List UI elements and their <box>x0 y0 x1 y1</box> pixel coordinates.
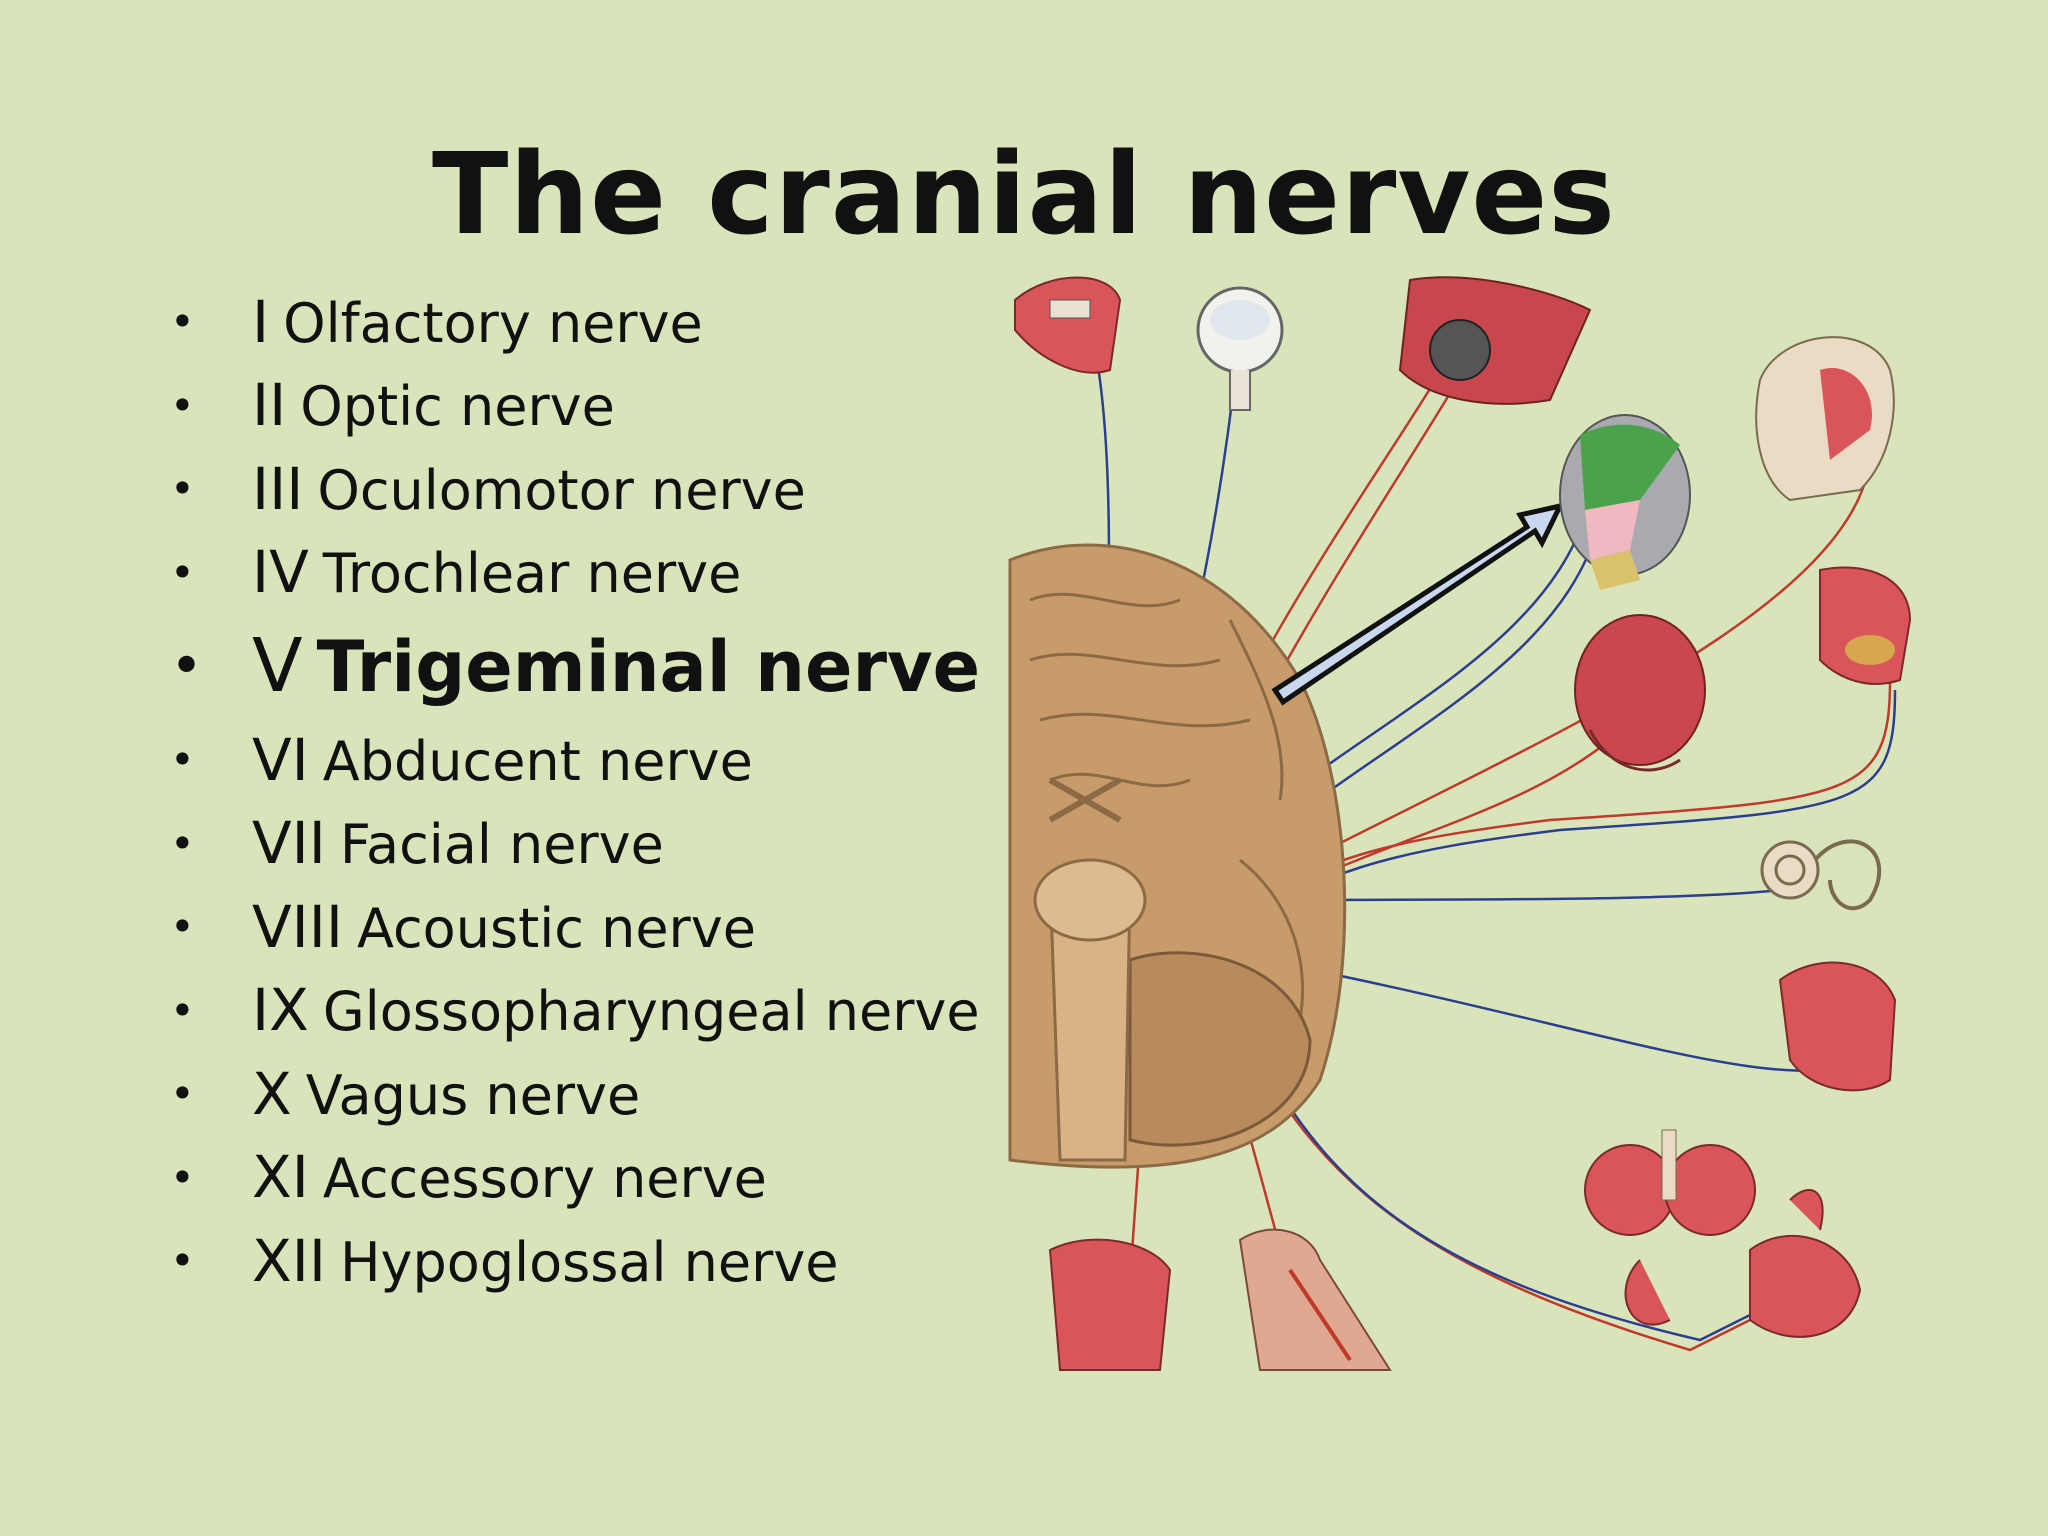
nerve-label: Abducent nerve <box>322 729 753 793</box>
nerve-numeral: VIII <box>252 892 343 961</box>
nerve-numeral: IV <box>252 538 309 607</box>
face-sensory-illustration <box>1559 414 1691 590</box>
inner-ear-illustration <box>1760 839 1882 911</box>
nerve-label: Accessory nerve <box>322 1147 767 1211</box>
bullet: • <box>170 633 204 699</box>
cranial-nerves-diagram <box>1008 276 1912 1371</box>
nerve-numeral: V <box>252 623 303 709</box>
eye-muscles-illustration <box>1398 276 1592 405</box>
bullet: • <box>170 380 195 430</box>
nerve-label: Glossopharyngeal nerve <box>322 980 980 1044</box>
nerve-numeral: VI <box>252 725 309 794</box>
nerve-numeral: XII <box>252 1226 326 1295</box>
nerve-label: Optic nerve <box>300 375 615 439</box>
head-muscles-illustration <box>1574 614 1706 772</box>
cerebellum <box>1128 951 1312 1147</box>
eye-illustration <box>1196 286 1284 411</box>
skull-illustration <box>1755 336 1895 502</box>
brain-gyri <box>1029 592 1304 1021</box>
nerve-label: Facial nerve <box>339 813 664 877</box>
nerve-label: Hypoglossal nerve <box>339 1230 839 1294</box>
bullet: • <box>170 464 195 514</box>
nerve-numeral: III <box>252 454 304 523</box>
nerve-numeral: VII <box>252 809 326 878</box>
nerve-numeral: II <box>252 371 287 440</box>
nerve-numeral: I <box>252 287 270 356</box>
pons <box>1033 858 1147 942</box>
bullet: • <box>170 1152 195 1202</box>
nerve-label: Olfactory nerve <box>283 291 703 355</box>
larynx-illustration <box>1048 1238 1172 1371</box>
nerve-label: Vagus nerve <box>305 1063 641 1127</box>
nerve-label: Oculomotor nerve <box>317 458 806 522</box>
slide-title: The cranial nerves <box>432 130 1616 260</box>
nerve-label: Trochlear nerve <box>322 542 742 606</box>
trigeminal-arrow <box>1271 502 1565 706</box>
brain-base <box>1008 543 1347 1169</box>
bullet: • <box>170 1069 195 1119</box>
pharynx-illustration <box>1778 961 1897 1092</box>
nerve-label: Acoustic nerve <box>357 896 756 960</box>
arrow-shape <box>1271 502 1565 706</box>
bullet: • <box>170 1236 195 1286</box>
bullet: • <box>170 985 195 1035</box>
nerve-numeral: XI <box>252 1143 309 1212</box>
nerve-numeral: X <box>252 1059 292 1128</box>
tongue-illustration <box>1819 566 1912 685</box>
digestive-organs-illustration <box>1749 1189 1862 1338</box>
nerve-numeral: IX <box>252 976 309 1045</box>
bullet: • <box>170 297 195 347</box>
neck-illustration <box>1238 1228 1392 1371</box>
nerve-label: Trigeminal nerve <box>316 626 981 708</box>
bullet: • <box>170 547 195 597</box>
optic-chiasm <box>1048 777 1122 823</box>
bullet: • <box>170 818 195 868</box>
bullet: • <box>170 735 195 785</box>
nose-illustration <box>1014 276 1122 374</box>
thoracic-organs-illustration <box>1584 1129 1756 1326</box>
bullet: • <box>170 902 195 952</box>
